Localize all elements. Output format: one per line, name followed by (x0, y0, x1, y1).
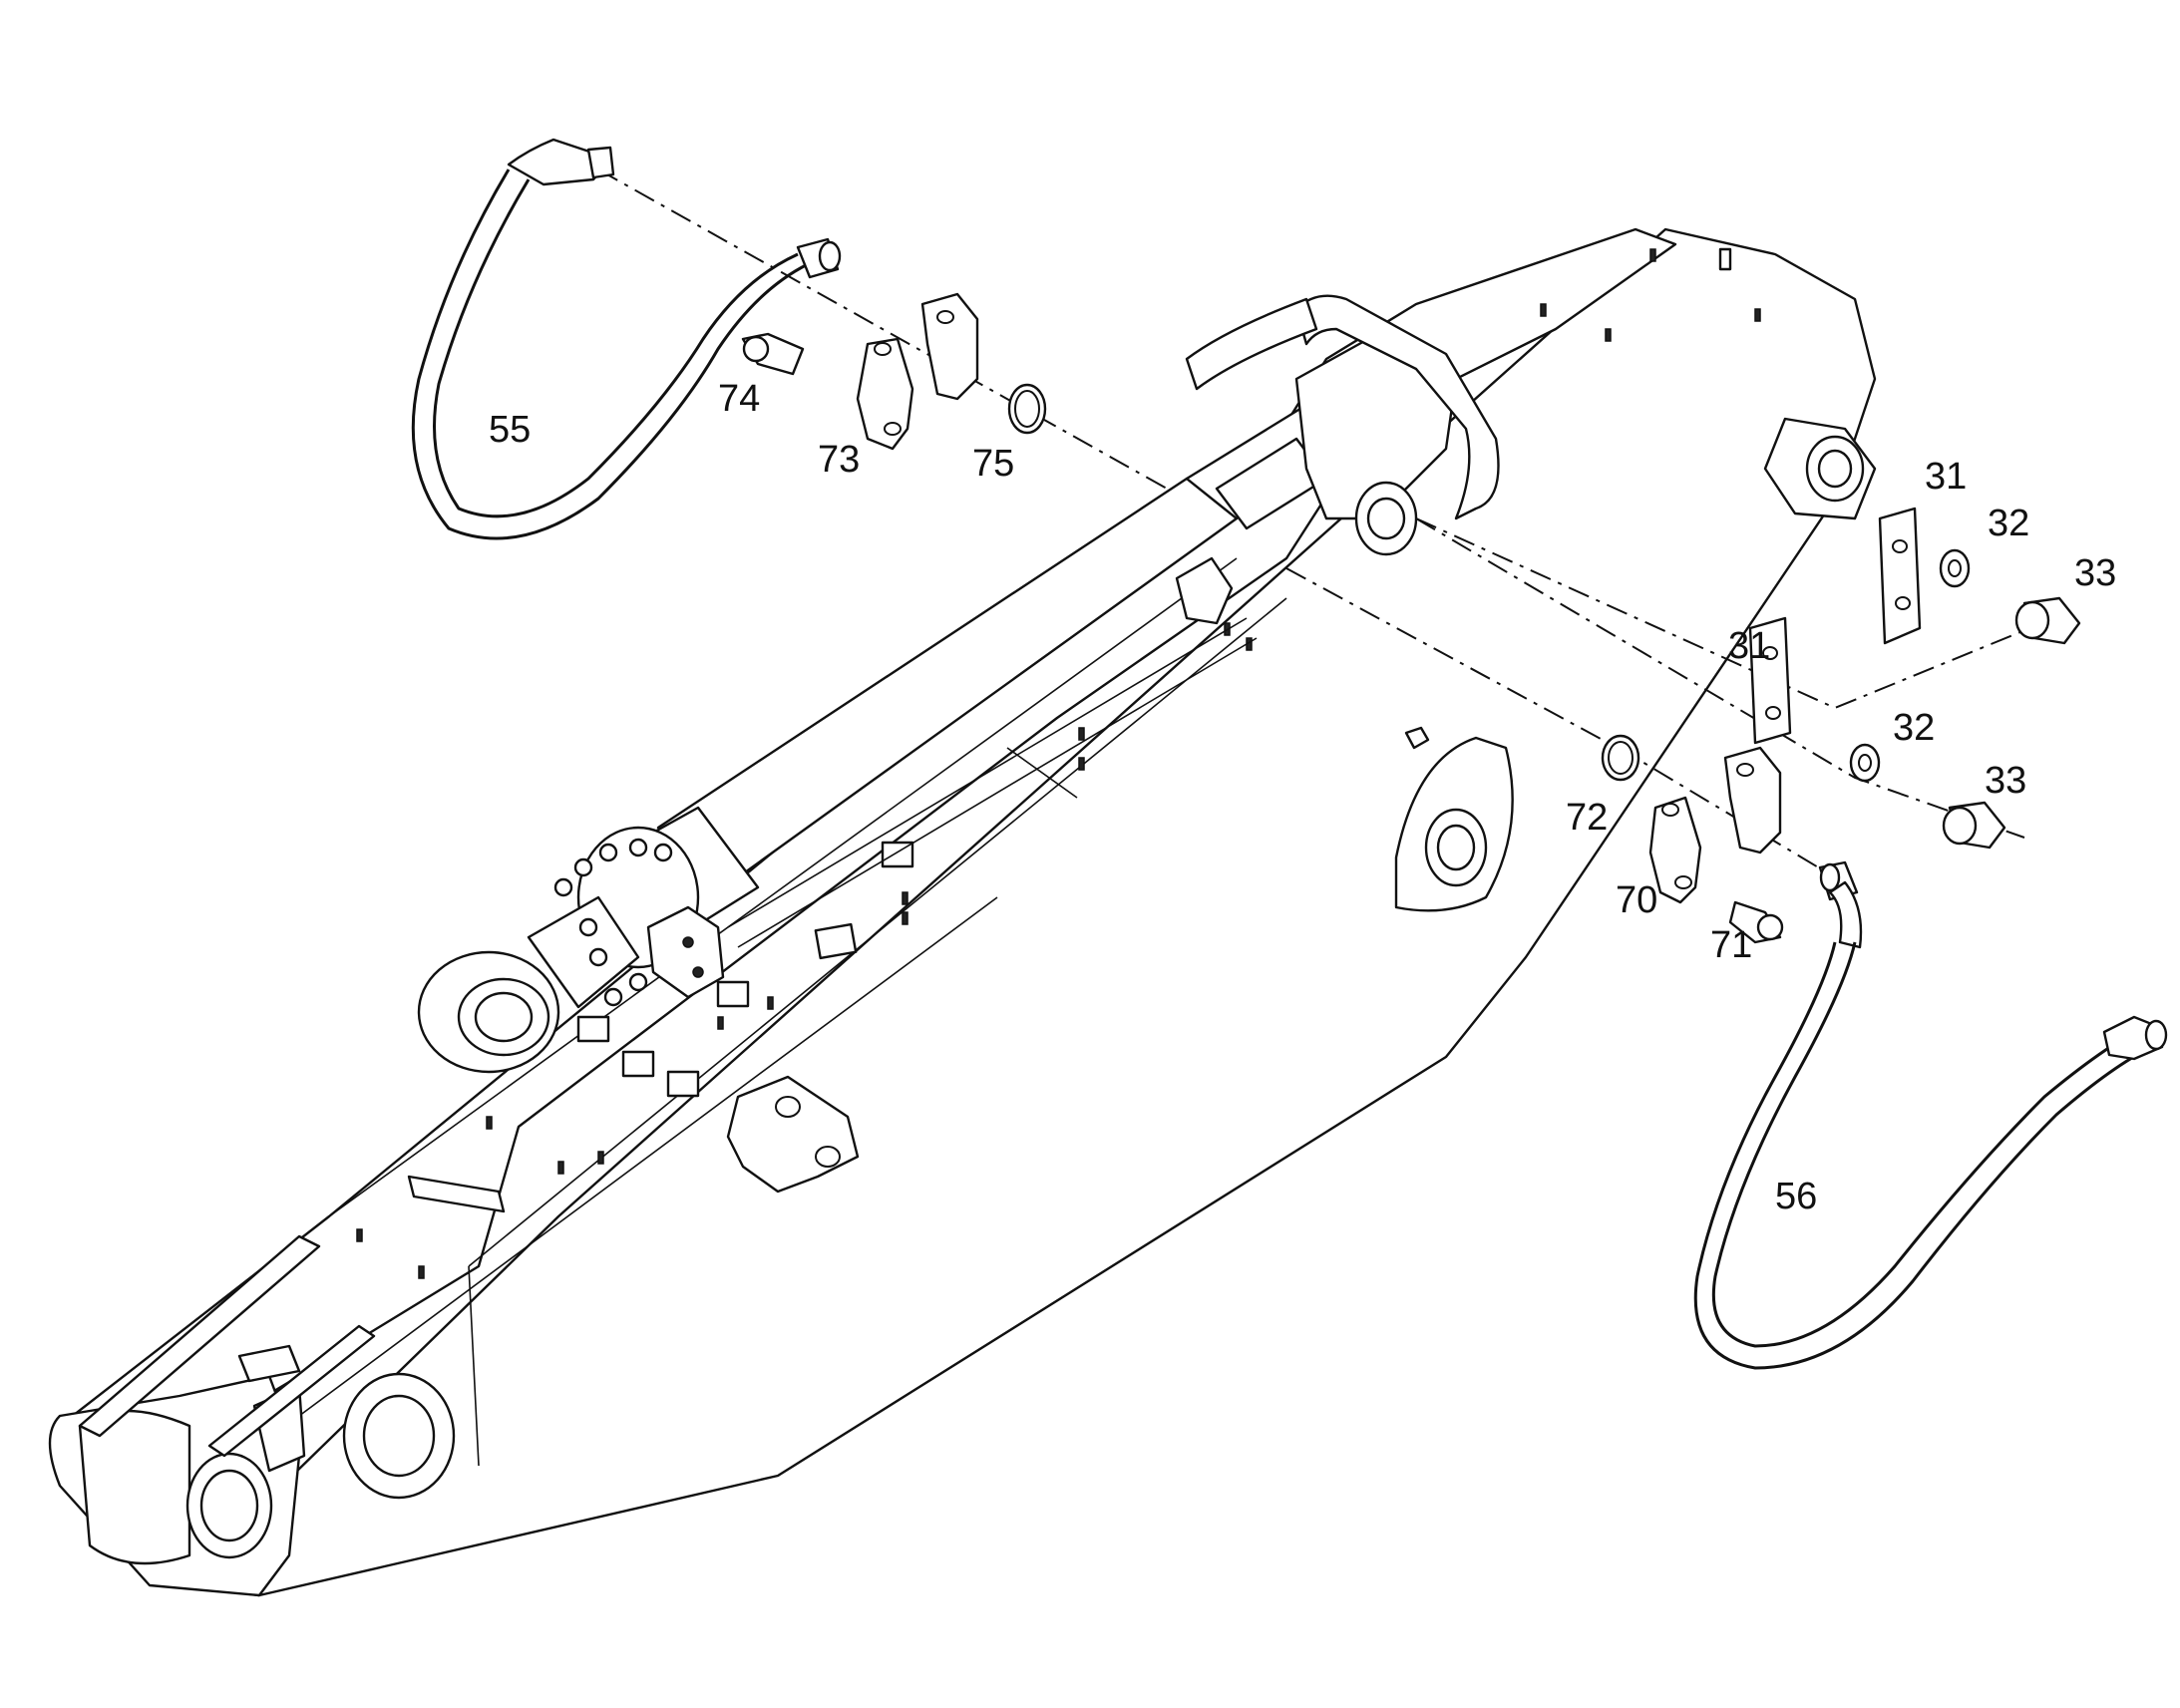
part-70-flange-half (1648, 796, 1702, 904)
callout-73: 73 (818, 439, 860, 481)
part-33-lower-bolt (1942, 801, 2006, 850)
part-72-o-ring (1601, 734, 1640, 782)
part-31-lower-plate (1748, 616, 1792, 745)
callout-labels: 55 74 73 75 31 32 33 31 32 33 72 70 71 5… (489, 378, 2116, 1217)
part-75-o-ring (1007, 383, 1047, 435)
part-70b-flange-half (1723, 746, 1782, 854)
callout-32-lower: 32 (1893, 707, 1935, 749)
part-73b-flange-half (920, 292, 979, 401)
hydraulic-cylinder (417, 294, 1500, 1074)
callout-72: 72 (1566, 797, 1608, 839)
part-32-lower-washer (1849, 743, 1881, 783)
callout-32-upper: 32 (1988, 503, 2029, 544)
hose-55 (411, 138, 842, 540)
callout-74: 74 (718, 378, 760, 420)
part-33-upper-bolt (2014, 596, 2081, 645)
part-71-bolt (1728, 900, 1784, 944)
hose-56 (1693, 860, 2168, 1370)
part-32-upper-washer (1939, 548, 1971, 588)
callout-55: 55 (489, 409, 531, 451)
part-31-upper-plate (1878, 507, 1922, 645)
callout-31-lower: 31 (1728, 625, 1770, 667)
boom-holes (356, 248, 1761, 1279)
callout-75: 75 (972, 443, 1014, 485)
callout-33-upper: 33 (2074, 552, 2116, 594)
boom-arm (48, 227, 1877, 1597)
part-73-flange-half (856, 337, 914, 451)
flange-bolts (553, 838, 673, 1007)
callout-71: 71 (1710, 924, 1752, 966)
callout-33-lower: 33 (1985, 760, 2026, 802)
callout-70: 70 (1616, 879, 1657, 921)
part-74-bolt (741, 332, 805, 376)
callout-56: 56 (1775, 1176, 1817, 1217)
callout-31-upper: 31 (1925, 456, 1967, 498)
